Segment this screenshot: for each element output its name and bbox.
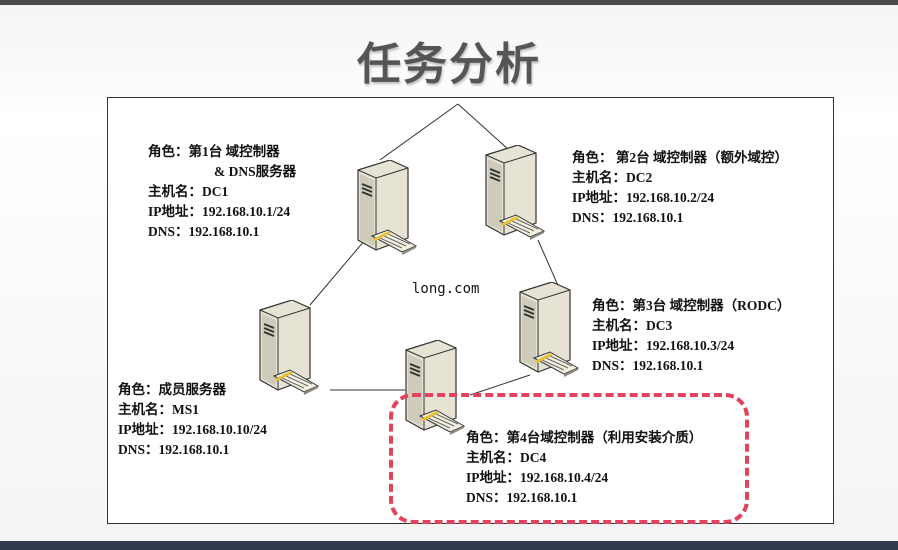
dc4-ip: IP地址：192.168.10.4/24: [466, 470, 609, 485]
ms1-info: 角色：成员服务器 主机名：MS1 IP地址：192.168.10.10/24 D…: [118, 380, 267, 460]
dc3-ip: IP地址：192.168.10.3/24: [592, 338, 735, 353]
dc1-info: 角色：第1台 域控制器 & DNS服务器 主机名：DC1 IP地址：192.16…: [148, 142, 296, 242]
bottom-bar: [0, 541, 898, 550]
link-dc1-ms1: [309, 239, 366, 306]
ms1-role: 角色：成员服务器: [118, 382, 226, 397]
link-dc2-dc3: [537, 239, 561, 291]
dc4-dns: DNS：192.168.10.1: [466, 490, 578, 505]
server-icon-dc3: [519, 282, 580, 377]
dc1-dns: DNS：192.168.10.1: [148, 224, 260, 239]
domain-label: long.com: [412, 281, 480, 297]
diagram-frame: [107, 97, 834, 524]
dc2-hostname: 主机名：DC2: [572, 170, 653, 185]
dc3-hostname: 主机名：DC3: [592, 318, 673, 333]
ms1-ip: IP地址：192.168.10.10/24: [118, 422, 267, 437]
dc4-info: 角色：第4台域控制器（利用安装介质） 主机名：DC4 IP地址：192.168.…: [466, 428, 702, 508]
ms1-hostname: 主机名：MS1: [118, 402, 199, 417]
dc4-role: 角色：第4台域控制器（利用安装介质）: [466, 430, 703, 445]
server-icon-dc4: [405, 340, 466, 435]
server-icon-ms1: [259, 300, 320, 395]
dc2-dns: DNS：192.168.10.1: [572, 210, 684, 225]
dc1-ip: IP地址：192.168.10.1/24: [148, 204, 291, 219]
dc3-info: 角色：第3台 域控制器（RODC） 主机名：DC3 IP地址：192.168.1…: [592, 296, 790, 376]
dc2-info: 角色： 第2台 域控制器（额外域控） 主机名：DC2 IP地址：192.168.…: [572, 148, 788, 228]
server-icon-dc2: [485, 145, 546, 240]
dc3-dns: DNS：192.168.10.1: [592, 358, 704, 373]
dc2-ip: IP地址：192.168.10.2/24: [572, 190, 715, 205]
link-dc4-dc3: [469, 374, 531, 396]
dc4-hostname: 主机名：DC4: [466, 450, 547, 465]
dc4-highlight-box: [389, 393, 749, 524]
dc1-role: 角色：第1台 域控制器: [148, 144, 280, 159]
page-title: 任务分析: [357, 39, 541, 90]
top-bar: [0, 0, 898, 5]
link-dc1-top: [379, 103, 459, 161]
dc3-role: 角色：第3台 域控制器（RODC）: [592, 298, 791, 313]
dc2-role: 角色： 第2台 域控制器（额外域控）: [572, 150, 788, 165]
server-icon-dc1: [357, 160, 418, 255]
dc1-hostname: 主机名：DC1: [148, 184, 229, 199]
dc1-role-extra: & DNS服务器: [214, 164, 297, 179]
ms1-dns: DNS：192.168.10.1: [118, 442, 230, 457]
